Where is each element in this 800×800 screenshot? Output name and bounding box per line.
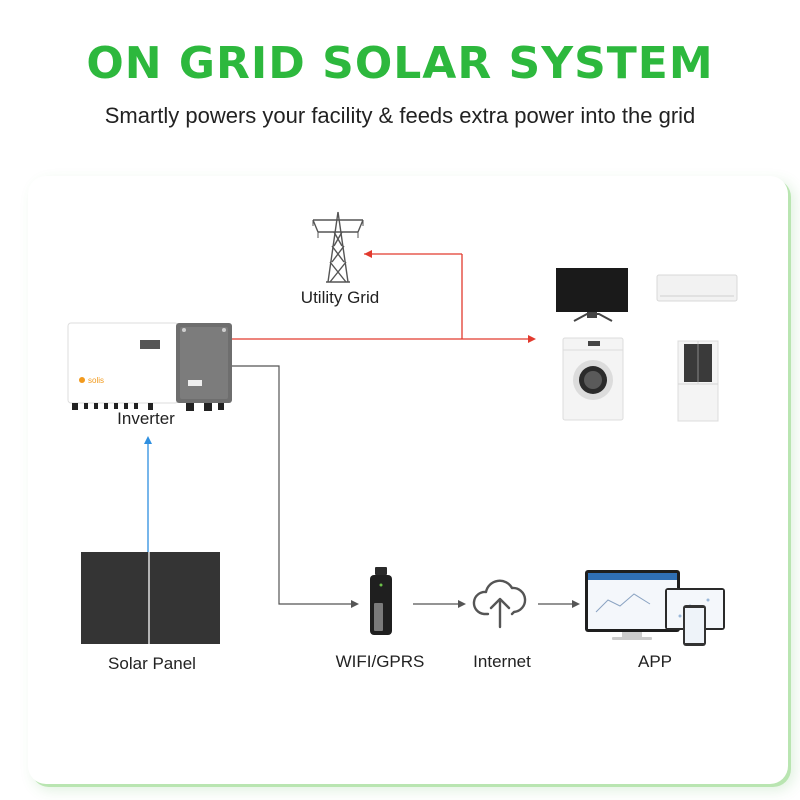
data-connection-lines xyxy=(232,366,580,608)
solar-panel-label: Solar Panel xyxy=(92,654,212,674)
solar-connection-line xyxy=(144,436,152,552)
app-label: APP xyxy=(620,652,690,672)
wifi-dongle-icon xyxy=(370,567,392,635)
utility-grid-label: Utility Grid xyxy=(290,288,390,308)
internet-label: Internet xyxy=(452,652,552,672)
inverter-label: Inverter xyxy=(96,409,196,429)
tv-icon xyxy=(556,268,628,321)
transmission-tower-icon xyxy=(313,212,363,282)
cloud-upload-icon xyxy=(474,581,525,627)
wifi-gprs-label: WIFI/GPRS xyxy=(325,652,435,672)
solar-panel-icon xyxy=(81,552,220,644)
inverter-brand: solis xyxy=(88,376,104,385)
inverter-icon: solis xyxy=(68,323,232,411)
monitor-app-icon xyxy=(585,570,725,646)
washing-machine-icon xyxy=(563,338,623,420)
refrigerator-icon xyxy=(678,341,718,421)
air-conditioner-icon xyxy=(657,275,737,301)
